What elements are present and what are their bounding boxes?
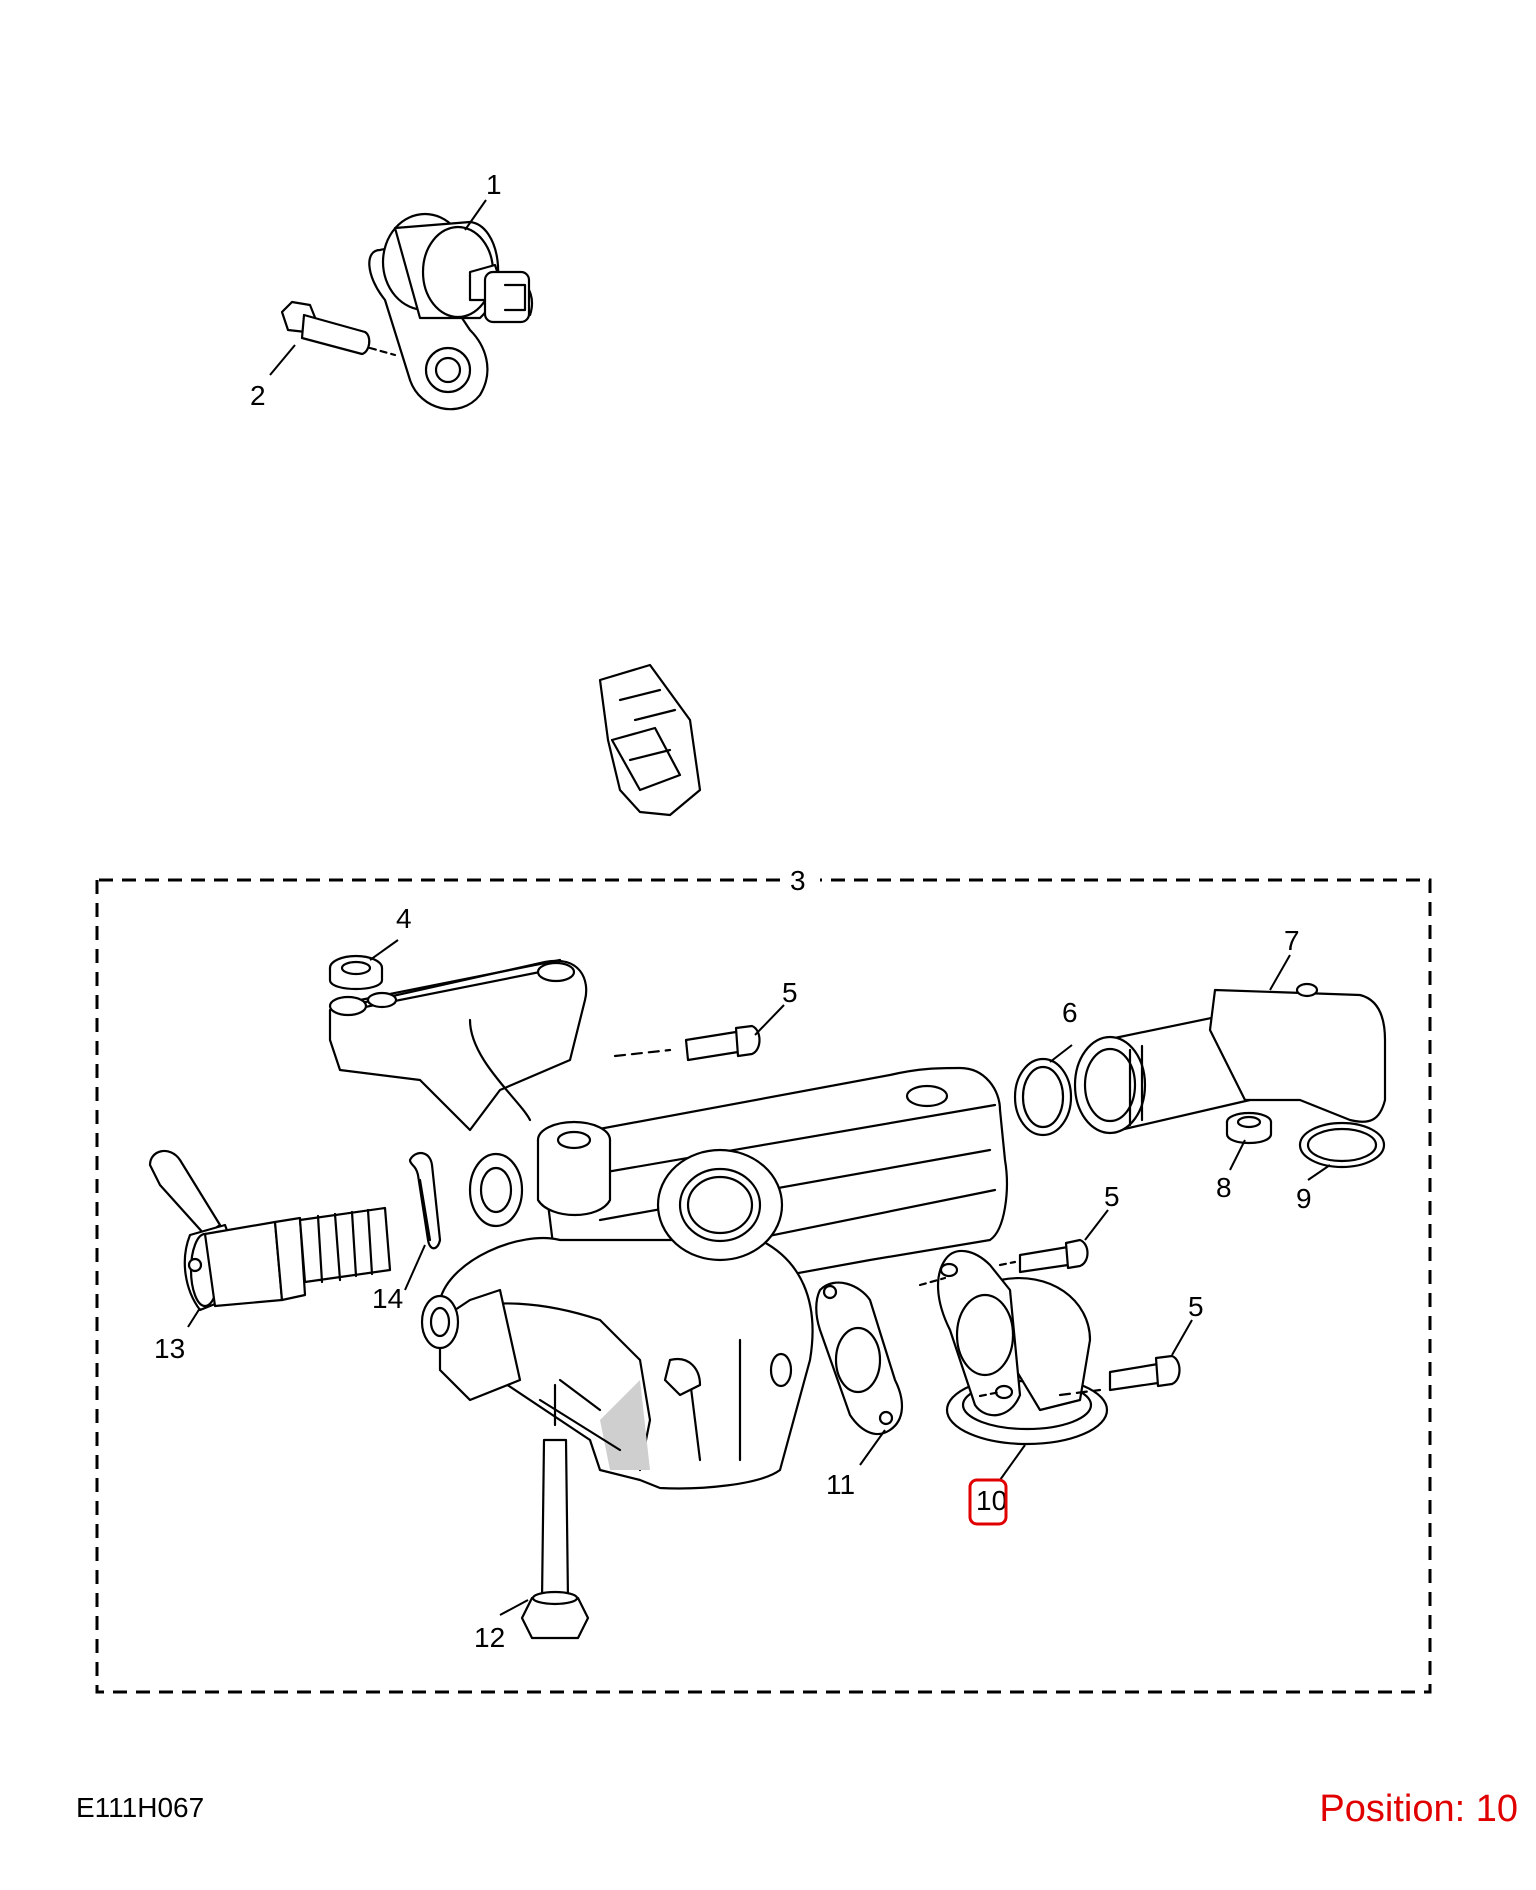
part-13-solenoid[interactable]	[148, 1149, 392, 1312]
part-8-washer[interactable]	[1225, 1111, 1273, 1144]
part-10-elbow-pickup[interactable]	[918, 1249, 1109, 1446]
part-5-bolt-lower[interactable]	[1058, 1354, 1181, 1397]
part-3-assembly-boundary	[95, 878, 1432, 1694]
part-9-o-ring[interactable]	[1298, 1121, 1386, 1169]
callout-9[interactable]: 9	[1296, 1183, 1312, 1214]
part-5-bolt-middle[interactable]	[998, 1238, 1089, 1274]
position-highlight-box	[968, 1478, 1008, 1526]
callout-13[interactable]: 13	[154, 1333, 185, 1364]
callout-12[interactable]: 12	[474, 1622, 505, 1653]
diagram-code: E111H067	[76, 1792, 205, 1823]
part-12-long-bolt[interactable]	[520, 1383, 590, 1640]
part-2-bolt[interactable]	[280, 300, 397, 357]
part-14-clip[interactable]	[408, 1152, 442, 1250]
callout-5-upper[interactable]: 5	[782, 977, 798, 1008]
callout-8[interactable]: 8	[1216, 1172, 1232, 1203]
part-11-gasket[interactable]	[815, 1281, 903, 1436]
callout-3[interactable]: 3	[790, 865, 806, 896]
callout-4[interactable]: 4	[396, 903, 412, 934]
callout-10[interactable]: 10	[976, 1485, 1007, 1516]
position-indicator: Position: 10	[1319, 1788, 1518, 1830]
callout-6[interactable]: 6	[1062, 997, 1078, 1028]
part-6-o-ring[interactable]	[1013, 1057, 1073, 1137]
callout-1[interactable]: 1	[486, 169, 502, 200]
callout-5-lower[interactable]: 5	[1188, 1291, 1204, 1322]
part-1-sensor-with-harness[interactable]	[368, 212, 702, 817]
callout-14[interactable]: 14	[372, 1283, 403, 1314]
leader-lines	[187, 199, 1331, 1616]
main-housing[interactable]	[328, 958, 1008, 1490]
callout-11[interactable]: 11	[826, 1469, 855, 1500]
part-5-bolt-upper[interactable]	[613, 1024, 761, 1062]
callout-2[interactable]: 2	[250, 380, 266, 411]
callout-5-middle[interactable]: 5	[1104, 1181, 1120, 1212]
callout-labels: 1 2 3 4 5 6 7 8 9 5 5 10 11 12 13 14	[154, 169, 1312, 1653]
callout-7[interactable]: 7	[1284, 925, 1300, 956]
part-4-seal-ring[interactable]	[328, 954, 384, 990]
part-7-pipe[interactable]	[1073, 982, 1387, 1135]
